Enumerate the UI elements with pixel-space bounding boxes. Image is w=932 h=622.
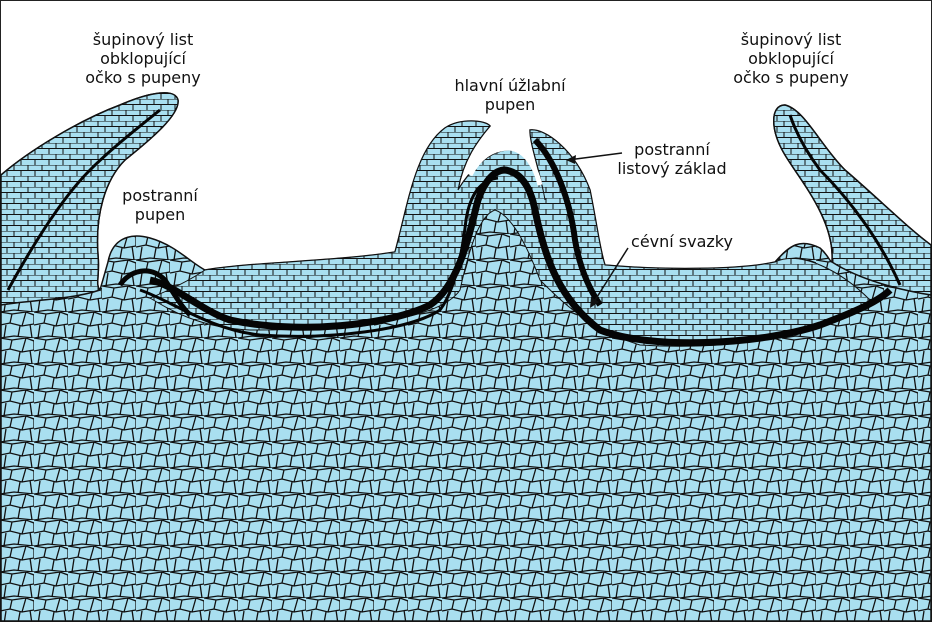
label-line: šupinový list <box>58 30 228 49</box>
label-line: hlavní úžlabní <box>420 76 600 95</box>
label-line: pupen <box>420 95 600 114</box>
label-line: očko s pupeny <box>706 68 876 87</box>
label-line: pupen <box>90 205 230 224</box>
label-scale-leaf-left: šupinový list obklopující očko s pupeny <box>58 30 228 87</box>
label-line: postranní <box>90 186 230 205</box>
label-line: listový základ <box>602 159 742 178</box>
label-lateral-leaf-base: postranní listový základ <box>602 140 742 178</box>
label-line: cévní svazky <box>612 232 752 251</box>
label-line: obklopující <box>706 49 876 68</box>
label-line: obklopující <box>58 49 228 68</box>
label-main-axillary-bud: hlavní úžlabní pupen <box>420 76 600 114</box>
label-vascular-bundles: cévní svazky <box>612 232 752 251</box>
label-line: šupinový list <box>706 30 876 49</box>
label-line: očko s pupeny <box>58 68 228 87</box>
label-line: postranní <box>602 140 742 159</box>
label-lateral-bud: postranní pupen <box>90 186 230 224</box>
label-scale-leaf-right: šupinový list obklopující očko s pupeny <box>706 30 876 87</box>
